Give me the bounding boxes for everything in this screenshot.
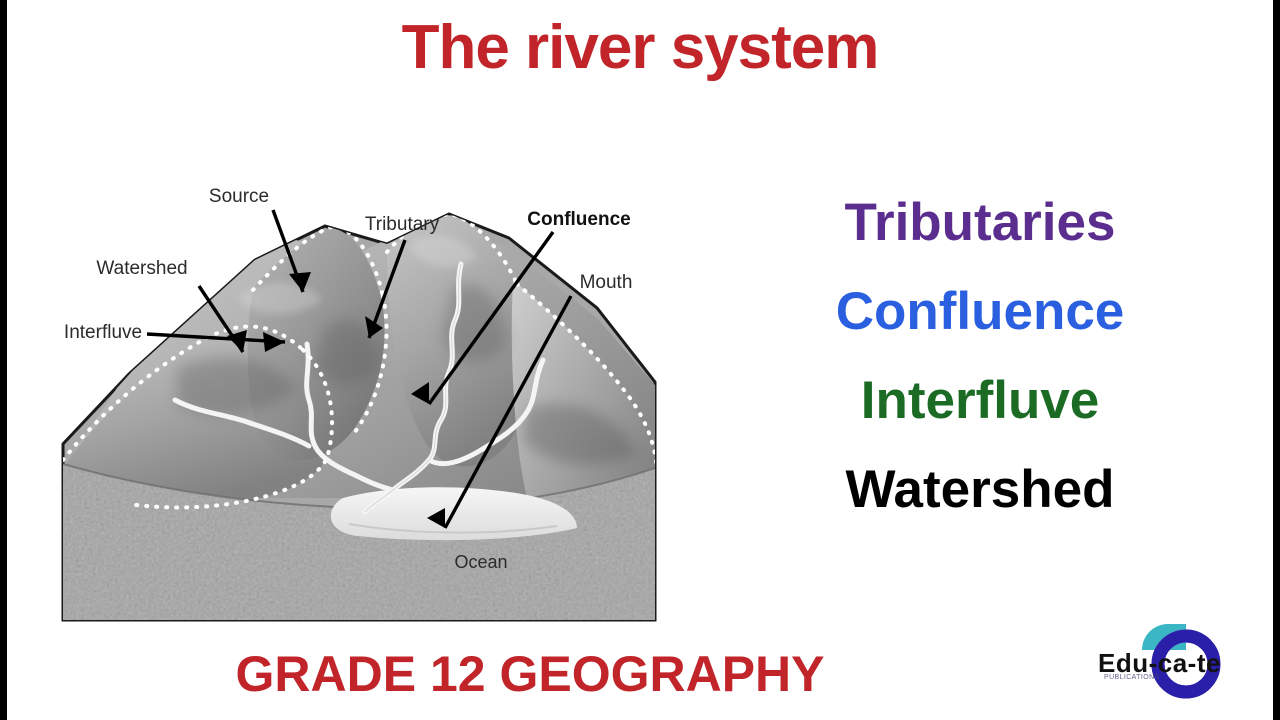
diagram-label-interfluve: Interfluve [64,322,142,343]
diagram-label-watershed: Watershed [96,258,187,279]
logo-graphic [1142,624,1221,699]
educate-logo: Edu-ca-te PUBLICATIONS [1090,612,1270,714]
grade-caption: GRADE 12 GEOGRAPHY [235,646,825,702]
diagram-arrow-heads [227,272,445,528]
frame-bar-left [0,0,7,720]
key-term-confluence: Confluence [835,282,1125,341]
diagram-label-source: Source [209,186,269,207]
river-system-diagram: Source Watershed Interfluve Tributary Co… [57,168,661,626]
logo-subtext: PUBLICATIONS [1104,674,1160,681]
diagram-label-tributary: Tributary [365,214,440,235]
frame-bar-right [1273,0,1280,720]
key-terms-list: Tributaries Confluence Interfluve Waters… [760,196,1200,516]
logo-wordmark: Edu-ca-te [1098,648,1221,678]
diagram-block [61,212,657,622]
page-title: The river system [401,13,880,82]
diagram-label-ocean: Ocean [454,552,507,572]
diagram-label-confluence: Confluence [527,209,630,230]
key-term-interfluve: Interfluve [860,371,1100,430]
diagram-leader-lines [146,209,573,529]
key-term-watershed: Watershed [845,460,1115,519]
key-term-tributaries: Tributaries [844,193,1116,252]
diagram-label-mouth: Mouth [580,272,633,293]
